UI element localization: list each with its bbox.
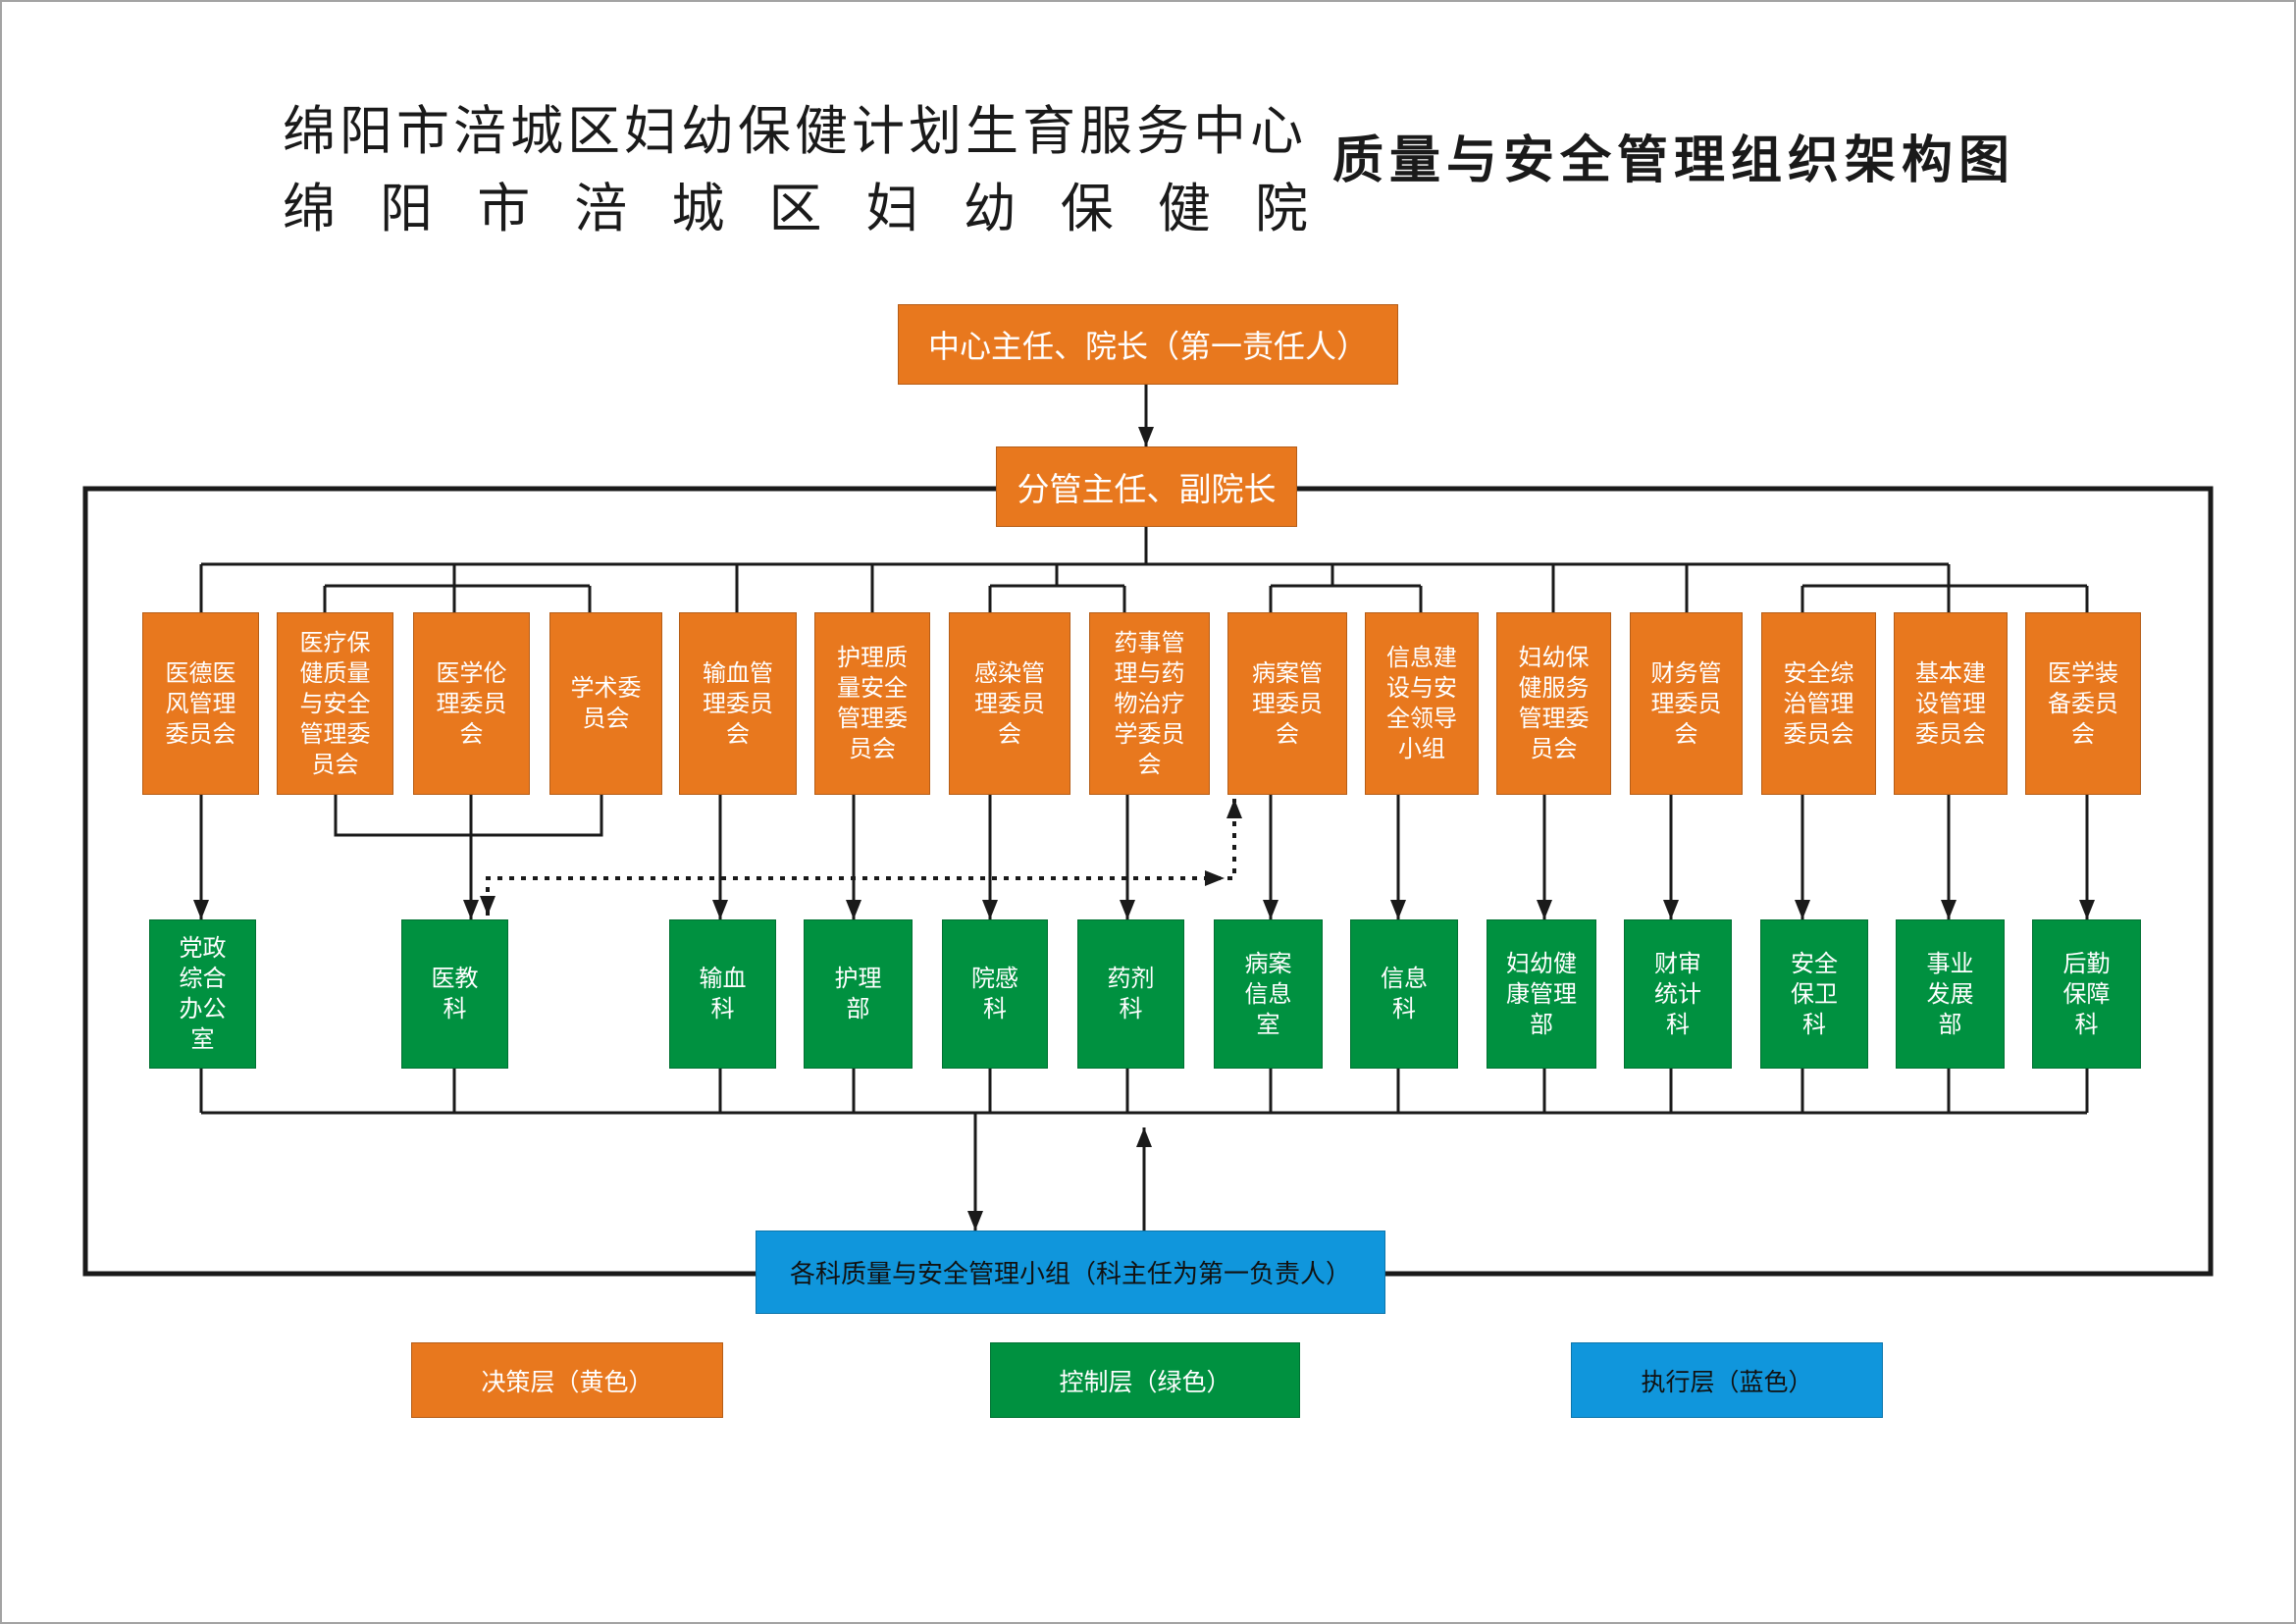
department-label: 病案信息室: [1244, 949, 1292, 1038]
committee-quality-safety: 医疗保健质量与安全管理委员会: [277, 612, 393, 795]
deputy-director-label: 分管主任、副院长: [1017, 470, 1277, 508]
committee-infrastructure: 基本建设管理委员会: [1894, 612, 2008, 795]
deputy-director-box: 分管主任、副院长: [996, 446, 1297, 527]
department-label: 护理部: [834, 965, 882, 1022]
committee-to-department-arrows: [193, 795, 2095, 919]
department-label: 院感科: [971, 965, 1018, 1022]
committee-bus: [199, 562, 2089, 612]
legend-label: 执行层（蓝色）: [1641, 1367, 1813, 1396]
dept-party-admin-office: 党政综合办公室: [149, 919, 256, 1069]
dept-information: 信息科: [1350, 919, 1458, 1069]
committee-label: 感染管理委员会: [974, 658, 1045, 748]
committee-transfusion: 输血管理委员会: [679, 612, 797, 795]
dept-transfusion: 输血科: [669, 919, 776, 1069]
department-bus: [199, 1069, 2089, 1115]
management-frame: [82, 486, 2214, 1277]
dept-medical-records-info: 病案信息室: [1214, 919, 1323, 1069]
committee-label: 财务管理委员会: [1650, 658, 1722, 748]
department-label: 财审统计科: [1654, 949, 1701, 1038]
dotted-arrowhead-right: [1205, 870, 1225, 886]
department-label: 后勤保障科: [2062, 949, 2111, 1038]
committee-academic: 学术委员会: [549, 612, 662, 795]
committee-label: 病案管理委员会: [1252, 658, 1323, 748]
dept-nursing: 护理部: [804, 919, 913, 1069]
legend-execution-layer: 执行层（蓝色）: [1571, 1342, 1883, 1418]
dept-security: 安全保卫科: [1760, 919, 1868, 1069]
legend-decision-layer: 决策层（黄色）: [411, 1342, 723, 1418]
committee-label: 医学伦理委员会: [436, 658, 507, 748]
committee-label: 医德医风管理委员会: [165, 658, 236, 748]
execution-group-box: 各科质量与安全管理小组（科主任为第一负责人）: [756, 1231, 1385, 1314]
committee-label: 安全综治管理委员会: [1783, 658, 1854, 748]
committee-medical-conduct: 医德医风管理委员会: [142, 612, 259, 795]
department-label: 信息科: [1381, 965, 1428, 1022]
dept-audit-statistics: 财审统计科: [1624, 919, 1732, 1069]
committee-pharmacy-therapeutics: 药事管理与药物治疗学委员会: [1089, 612, 1210, 795]
committee-label: 药事管理与药物治疗学委员会: [1114, 628, 1185, 778]
dept-pharmacy: 药剂科: [1077, 919, 1184, 1069]
committee-label: 医学装备委员会: [2048, 658, 2118, 748]
chief-director-box: 中心主任、院长（第一责任人）: [898, 304, 1398, 385]
committee-security: 安全综治管理委员会: [1761, 612, 1876, 795]
dept-development: 事业发展部: [1896, 919, 2005, 1069]
dotted-coordination-line: [480, 799, 1242, 916]
connector-committee-bracket-bottom: [334, 795, 603, 837]
legend-label: 控制层（绿色）: [1059, 1367, 1231, 1396]
dept-maternal-child-health: 妇幼健康管理部: [1487, 919, 1596, 1069]
committee-label: 信息建设与安全领导小组: [1386, 644, 1457, 762]
legend-control-layer: 控制层（绿色）: [990, 1342, 1300, 1418]
dotted-coordination-arrow: [480, 799, 1242, 916]
dept-logistics: 后勤保障科: [2032, 919, 2141, 1069]
department-label: 医教科: [431, 965, 479, 1022]
organization-name-line-2: 绵 阳 市 涪 城 区 妇 幼 保 健 院: [283, 178, 1308, 239]
organization-name-line-1: 绵阳市涪城区妇幼保健计划生育服务中心: [283, 100, 1307, 162]
chief-director-label: 中心主任、院长（第一责任人）: [927, 328, 1368, 365]
department-label: 党政综合办公室: [179, 934, 227, 1053]
department-label: 事业发展部: [1926, 949, 1974, 1038]
committee-label: 妇幼保健服务管理委员会: [1518, 644, 1590, 762]
department-label: 药剂科: [1107, 965, 1155, 1022]
committee-maternal-child-health: 妇幼保健服务管理委员会: [1496, 612, 1611, 795]
department-label: 输血科: [699, 965, 747, 1022]
committee-medical-equipment: 医学装备委员会: [2025, 612, 2141, 795]
committee-nursing-quality: 护理质量安全管理委员会: [814, 612, 930, 795]
committee-label: 护理质量安全管理委员会: [837, 644, 908, 762]
committee-label: 基本建设管理委员会: [1915, 658, 1986, 748]
execution-group-label: 各科质量与安全管理小组（科主任为第一负责人）: [789, 1260, 1351, 1289]
dept-infection-control: 院感科: [942, 919, 1048, 1069]
committee-label: 医疗保健质量与安全管理委员会: [299, 628, 371, 778]
department-label: 妇幼健康管理部: [1506, 949, 1577, 1038]
committee-finance: 财务管理委员会: [1630, 612, 1743, 795]
committee-label: 输血管理委员会: [703, 658, 773, 748]
department-label: 安全保卫科: [1791, 949, 1838, 1038]
committee-information-security: 信息建设与安全领导小组: [1365, 612, 1479, 795]
committee-medical-ethics: 医学伦理委员会: [413, 612, 530, 795]
committee-medical-records: 病案管理委员会: [1227, 612, 1347, 795]
dept-medical-education: 医教科: [401, 919, 508, 1069]
committee-infection-control: 感染管理委员会: [949, 612, 1070, 795]
committee-label: 学术委员会: [570, 674, 642, 732]
legend-label: 决策层（黄色）: [481, 1367, 653, 1396]
chart-title: 质量与安全管理组织架构图: [1332, 131, 2016, 190]
